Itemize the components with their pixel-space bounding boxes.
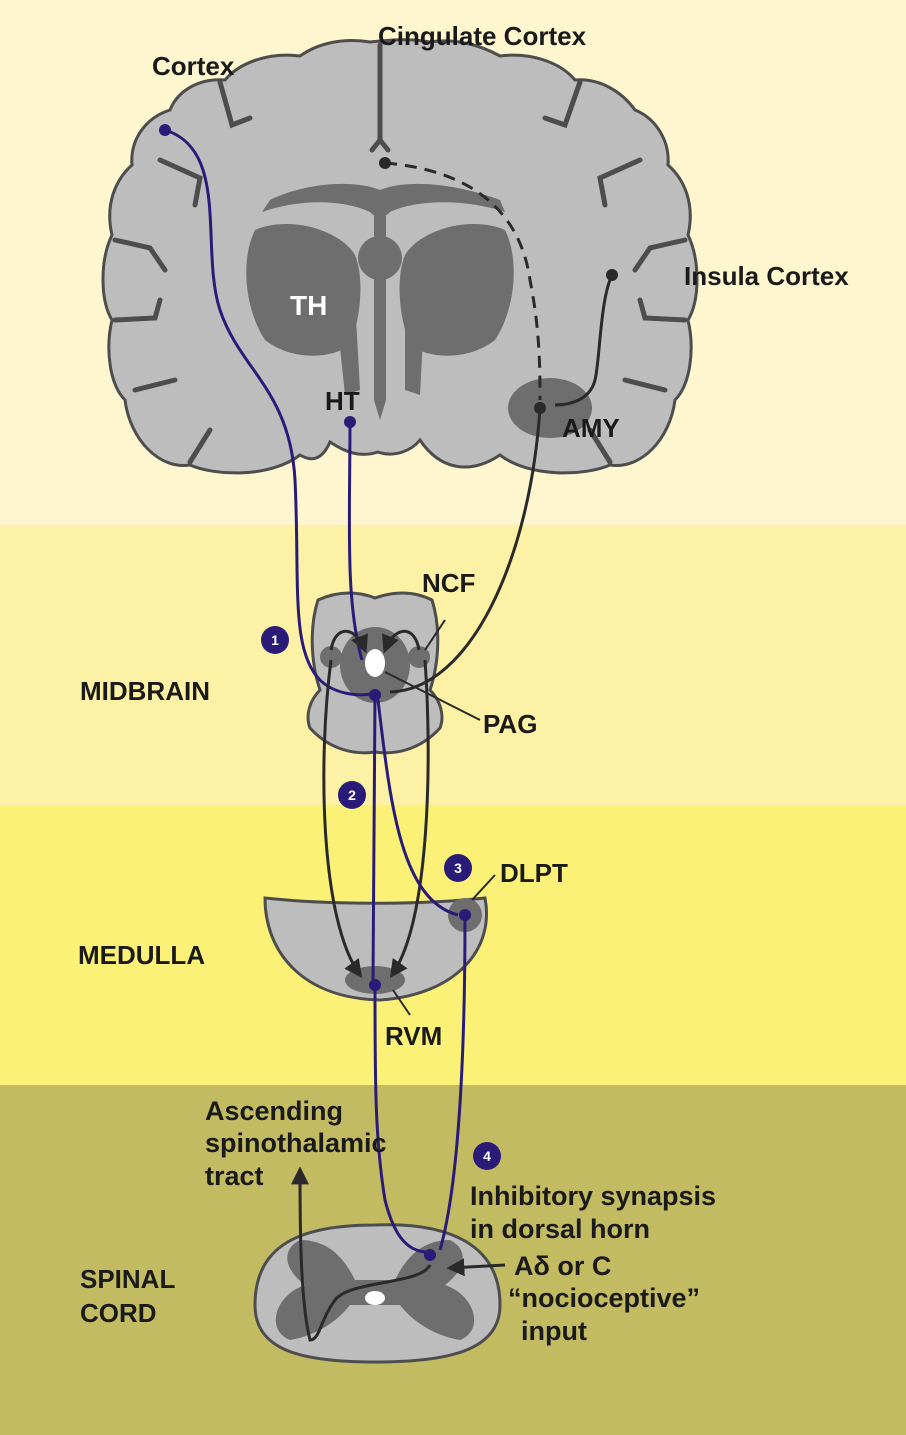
ascending-label-line2: spinothalamic	[205, 1128, 387, 1158]
step-badge-1-label: 1	[271, 632, 279, 648]
aqueduct	[365, 649, 385, 677]
midbrain-band	[0, 525, 906, 805]
cortex-label: Cortex	[152, 51, 235, 81]
pag-rvm-path	[373, 696, 375, 980]
central-canal	[365, 1291, 385, 1305]
dlpt-label: DLPT	[500, 858, 568, 888]
hypothalamus-label: HT	[325, 386, 360, 416]
fornix	[358, 236, 402, 280]
rvm-neuron	[369, 979, 381, 991]
step-badge-4-label: 4	[483, 1148, 491, 1164]
rvm-label: RVM	[385, 1021, 442, 1051]
input-label-line3: input	[521, 1316, 587, 1346]
cingulate-neuron	[379, 157, 391, 169]
ascending-label-line1: Ascending	[205, 1096, 343, 1126]
dorsal-horn-neuron	[424, 1249, 436, 1261]
input-label-line1: Aδ or C	[514, 1251, 611, 1281]
insula-neuron	[606, 269, 618, 281]
cortex-neuron	[159, 124, 171, 136]
pag-label: PAG	[483, 709, 537, 739]
amygdala-label: AMY	[562, 413, 620, 443]
midbrain-region-label: MIDBRAIN	[80, 676, 210, 706]
ncf-label: NCF	[422, 568, 475, 598]
amygdala-neuron	[534, 402, 546, 414]
ht-neuron	[344, 416, 356, 428]
inhibitory-label-line1: Inhibitory synapsis	[470, 1181, 716, 1211]
input-label-line2: “nocioceptive”	[508, 1283, 700, 1313]
spinal-region-label-line1: SPINAL	[80, 1264, 175, 1294]
step-badge-3-label: 3	[454, 860, 462, 876]
ascending-label-line3: tract	[205, 1161, 264, 1191]
inhibitory-label-line2: in dorsal horn	[470, 1214, 650, 1244]
insula-cortex-label: Insula Cortex	[684, 261, 849, 291]
cingulate-cortex-label: Cingulate Cortex	[378, 21, 587, 51]
dlpt-neuron	[459, 909, 471, 921]
thalamus-label: TH	[290, 290, 327, 321]
step-badge-2-label: 2	[348, 787, 356, 803]
pag-neuron	[369, 689, 381, 701]
medulla-region-label: MEDULLA	[78, 940, 205, 970]
spinal-region-label-line2: CORD	[80, 1298, 157, 1328]
